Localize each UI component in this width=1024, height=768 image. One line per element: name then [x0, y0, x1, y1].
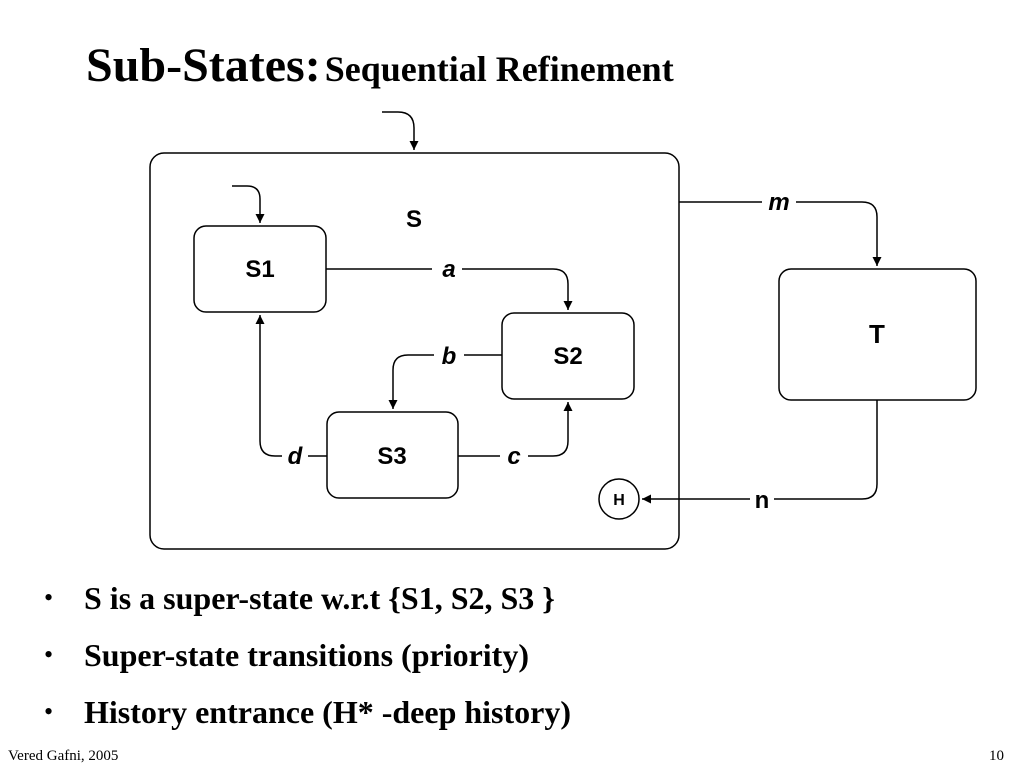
bullet-dot: • — [44, 640, 54, 669]
bullet-dot: • — [44, 697, 54, 726]
slide-title-main: Sub-States: — [86, 39, 321, 92]
entry-arrow-s1 — [232, 185, 265, 223]
state-s2-label: S2 — [553, 343, 582, 370]
state-t-label: T — [869, 319, 885, 349]
slide-title: Sub-States: Sequential Refinement — [86, 42, 674, 90]
bullet-text: Super-state transitions (priority) — [84, 637, 529, 673]
transition-n-arrow — [642, 400, 878, 499]
entry-arrow-s — [382, 111, 419, 150]
history-label: H — [613, 492, 625, 509]
transition-m-label: m — [768, 189, 789, 216]
superstate-s-label: S — [406, 206, 422, 233]
transition-m-arrow — [679, 201, 877, 266]
bullet-text: History entrance (H* -deep history) — [84, 694, 572, 730]
bullet-dot: • — [44, 583, 54, 612]
bullet-item: • S is a super-state w.r.t {S1, S2, S3 } — [40, 576, 571, 633]
transition-b-arrow — [393, 354, 502, 409]
transition-a-arrow — [326, 268, 568, 310]
transition-c-arrow — [458, 402, 568, 457]
footer-page-number: 10 — [989, 748, 1004, 764]
state-s1-label: S1 — [245, 256, 274, 283]
state-s3-label: S3 — [377, 443, 406, 470]
transition-d-label: d — [288, 443, 304, 470]
bullet-item: • History entrance (H* -deep history) — [40, 690, 571, 747]
bullet-list: • S is a super-state w.r.t {S1, S2, S3 }… — [40, 576, 571, 747]
bullet-item: • Super-state transitions (priority) — [40, 633, 571, 690]
transition-c-label: c — [507, 443, 520, 470]
transition-d-arrow — [260, 315, 327, 457]
transition-b-label: b — [442, 343, 457, 370]
transition-a-label: a — [442, 256, 455, 283]
footer-author: Vered Gafni, 2005 — [8, 748, 119, 764]
transition-n-label: n — [755, 487, 770, 514]
slide-title-sub: Sequential Refinement — [324, 49, 674, 89]
bullet-text: S is a super-state w.r.t {S1, S2, S3 } — [84, 580, 555, 616]
